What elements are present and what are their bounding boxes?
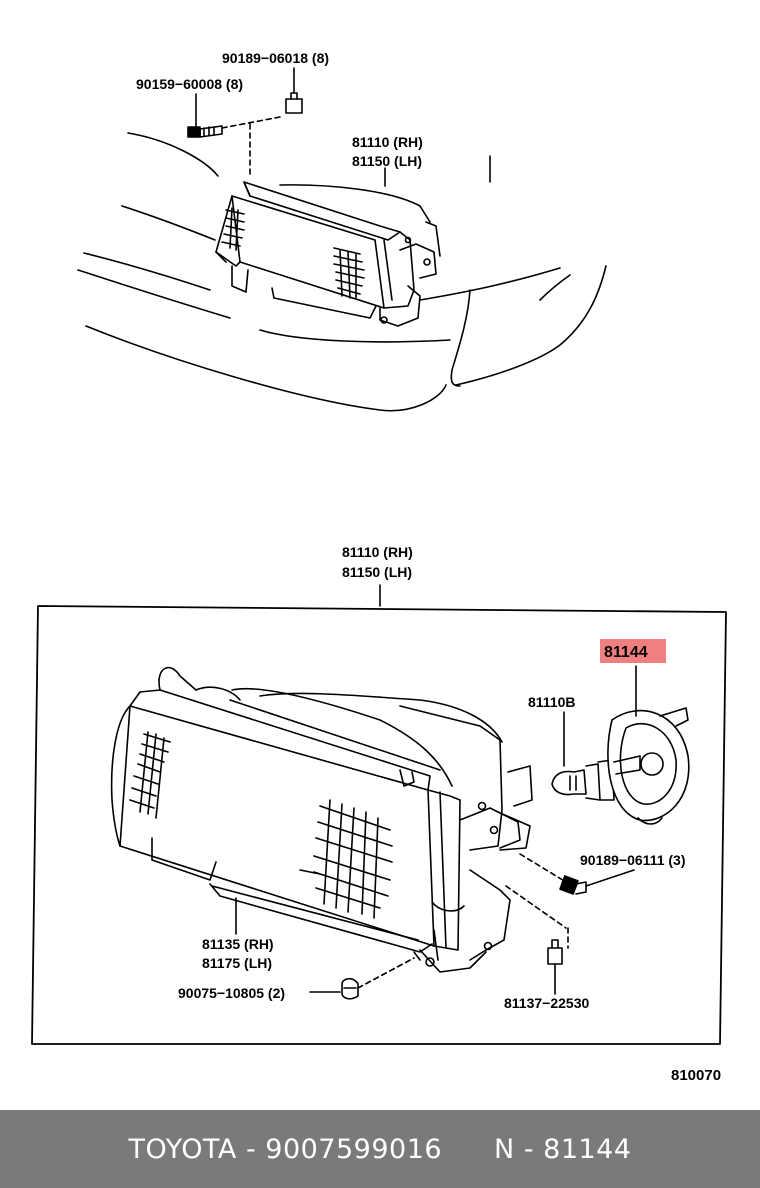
vehicle-body-illustration: [77, 132, 607, 412]
parts-diagram: 90189−06018 (8) 90159−60008 (8) 81110 (R…: [31, 50, 727, 1084]
clip-81137-22530: [505, 885, 569, 995]
label-81144: 81144: [604, 644, 648, 661]
diagram-code: 810070: [671, 1067, 721, 1084]
label-81150-lh-bottom: 81150 (LH): [342, 564, 412, 580]
label-81110b: 81110B: [528, 694, 576, 710]
label-81137-22530: 81137−22530: [504, 995, 589, 1011]
label-90159-60008: 90159−60008 (8): [136, 76, 243, 92]
highlight-81144: [600, 639, 666, 663]
label-81110-rh-top: 81110 (RH): [352, 134, 423, 150]
top-clip-90189: [285, 67, 303, 114]
label-90189-06111: 90189−06111 (3): [580, 852, 686, 868]
bulb-81110b: [551, 711, 615, 801]
socket-cover-81144: [607, 665, 690, 825]
label-90189-06018: 90189−06018 (8): [222, 50, 329, 66]
label-81150-lh-top: 81150 (LH): [352, 153, 422, 169]
label-81110-rh-bottom: 81110 (RH): [342, 544, 413, 560]
top-headlamp-assembly: [215, 167, 441, 327]
label-81175-lh: 81175 (LH): [202, 955, 272, 971]
bolt-90075-10805: [309, 957, 415, 1000]
footer-brand-part-number: TOYOTA - 9007599016: [128, 1133, 443, 1165]
label-81135-rh: 81135 (RH): [202, 936, 274, 952]
label-90075-10805: 90075−10805 (2): [178, 985, 285, 1001]
screw-90189-06111: [519, 853, 635, 895]
footer-reference-number: N - 81144: [494, 1133, 632, 1165]
bottom-headlamp-assembly: [110, 666, 533, 973]
top-screw-90159: [187, 93, 281, 179]
bottom-frame: [31, 584, 727, 1045]
footer-bar: TOYOTA - 9007599016 N - 81144: [0, 1110, 760, 1188]
